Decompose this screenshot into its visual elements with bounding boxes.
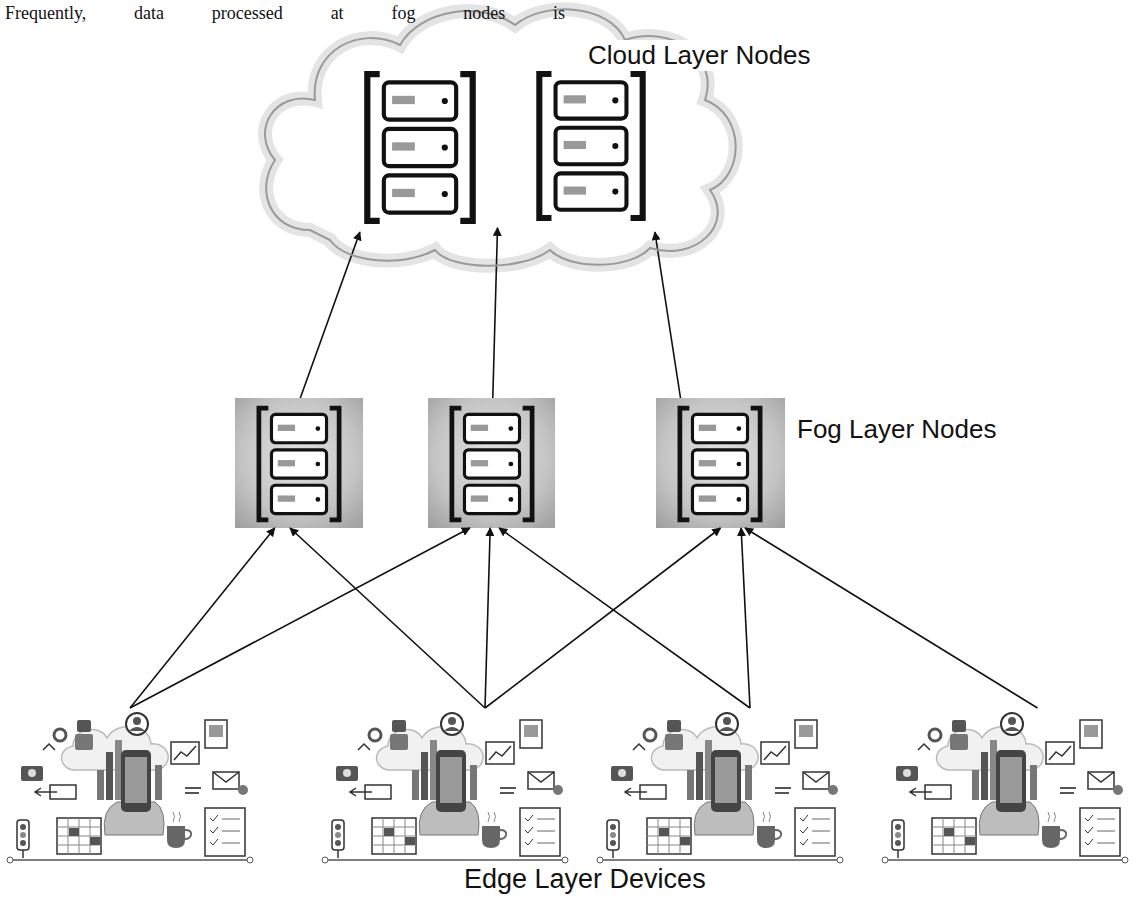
layer-heading: Fog Layer Nodes: [794, 414, 999, 445]
data-flow-arrow: [300, 232, 360, 398]
data-flow-arrow: [485, 528, 721, 708]
data-flow-arrow: [741, 528, 750, 708]
data-flow-arrow: [655, 232, 681, 398]
server-icon: [452, 408, 532, 520]
data-flow-arrow: [499, 528, 750, 708]
fog-node-box: Fog Layer Nodes: [656, 398, 785, 528]
data-flow-arrow: [290, 528, 485, 708]
fog-box-ground: [235, 398, 363, 528]
fog-box-ground: [656, 398, 785, 528]
data-flow-arrow: [493, 228, 498, 398]
device-illustration: [597, 713, 843, 863]
data-flow-arrow: [485, 528, 490, 708]
data-flow-arrow: [745, 528, 1038, 708]
cloud-shape: Cloud Layer Nodes: [250, 0, 745, 268]
layer-heading: Cloud Layer Nodes: [585, 40, 814, 71]
device-illustration: [7, 713, 253, 863]
server-icon: [539, 74, 642, 218]
fog-box-ground: [428, 398, 555, 528]
device-illustration: [322, 713, 568, 863]
layer-heading: Edge Layer Devices: [464, 864, 706, 895]
cropped-text-line: Frequently, data processed at fog nodes …: [5, 3, 565, 24]
fog-node-box: [235, 398, 363, 528]
device-illustration: [882, 713, 1128, 863]
edge-device: [320, 708, 570, 865]
edge-device: [595, 708, 845, 865]
edge-device: [880, 708, 1130, 865]
edge-device: [5, 708, 255, 865]
fog-node-box: [428, 398, 555, 528]
data-flow-arrow: [130, 528, 470, 708]
server-icon: [680, 408, 760, 520]
server-icon: [259, 408, 339, 520]
server-icon: [367, 74, 472, 221]
data-flow-arrow: [130, 528, 275, 708]
